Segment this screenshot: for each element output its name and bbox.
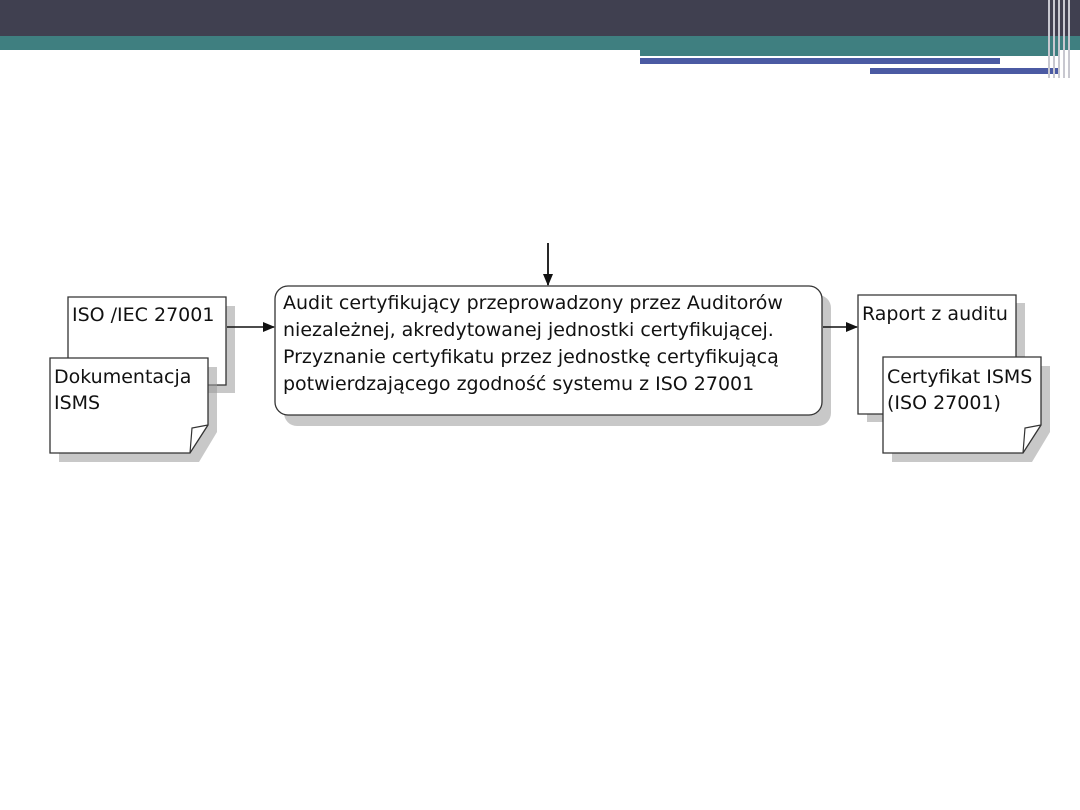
certificate-document-label: Certyfikat ISMS (ISO 27001) xyxy=(887,364,1032,416)
documentation-label-line-2: ISMS xyxy=(54,392,101,414)
header-teal-band-lower xyxy=(640,50,1060,56)
report-label-line: Raport z auditu xyxy=(862,303,1008,325)
certificate-document-shape xyxy=(882,356,1050,462)
header-accent-line-short xyxy=(870,68,1060,74)
iso-document-label: ISO /IEC 27001 xyxy=(72,302,214,328)
documentation-document-label: Dokumentacja ISMS xyxy=(54,364,191,416)
audit-label-line-2: niezależnej, akredytowanej jednostki cer… xyxy=(283,319,774,341)
header-teal-band xyxy=(0,36,1080,50)
iso-label-line: ISO /IEC 27001 xyxy=(72,304,215,326)
header-accent-line xyxy=(640,58,1000,64)
audit-process-label: Audit certyfikujący przeprowadzony przez… xyxy=(283,290,783,398)
documentation-label-line-1: Dokumentacja xyxy=(54,366,192,388)
audit-process-shape xyxy=(274,285,831,426)
audit-label-line-1: Audit certyfikujący przeprowadzony przez… xyxy=(283,292,783,314)
header-stripes xyxy=(1046,0,1076,78)
header-bar xyxy=(0,0,1080,36)
audit-label-line-3: Przyznanie certyfikatu przez jednostkę c… xyxy=(283,346,779,368)
certificate-label-line-1: Certyfikat ISMS xyxy=(887,366,1033,388)
documentation-document-shape xyxy=(49,357,217,462)
report-document-label: Raport z auditu xyxy=(862,301,1008,327)
certificate-label-line-2: (ISO 27001) xyxy=(887,392,1001,414)
audit-label-line-4: potwierdzającego zgodność systemu z ISO … xyxy=(283,373,755,395)
